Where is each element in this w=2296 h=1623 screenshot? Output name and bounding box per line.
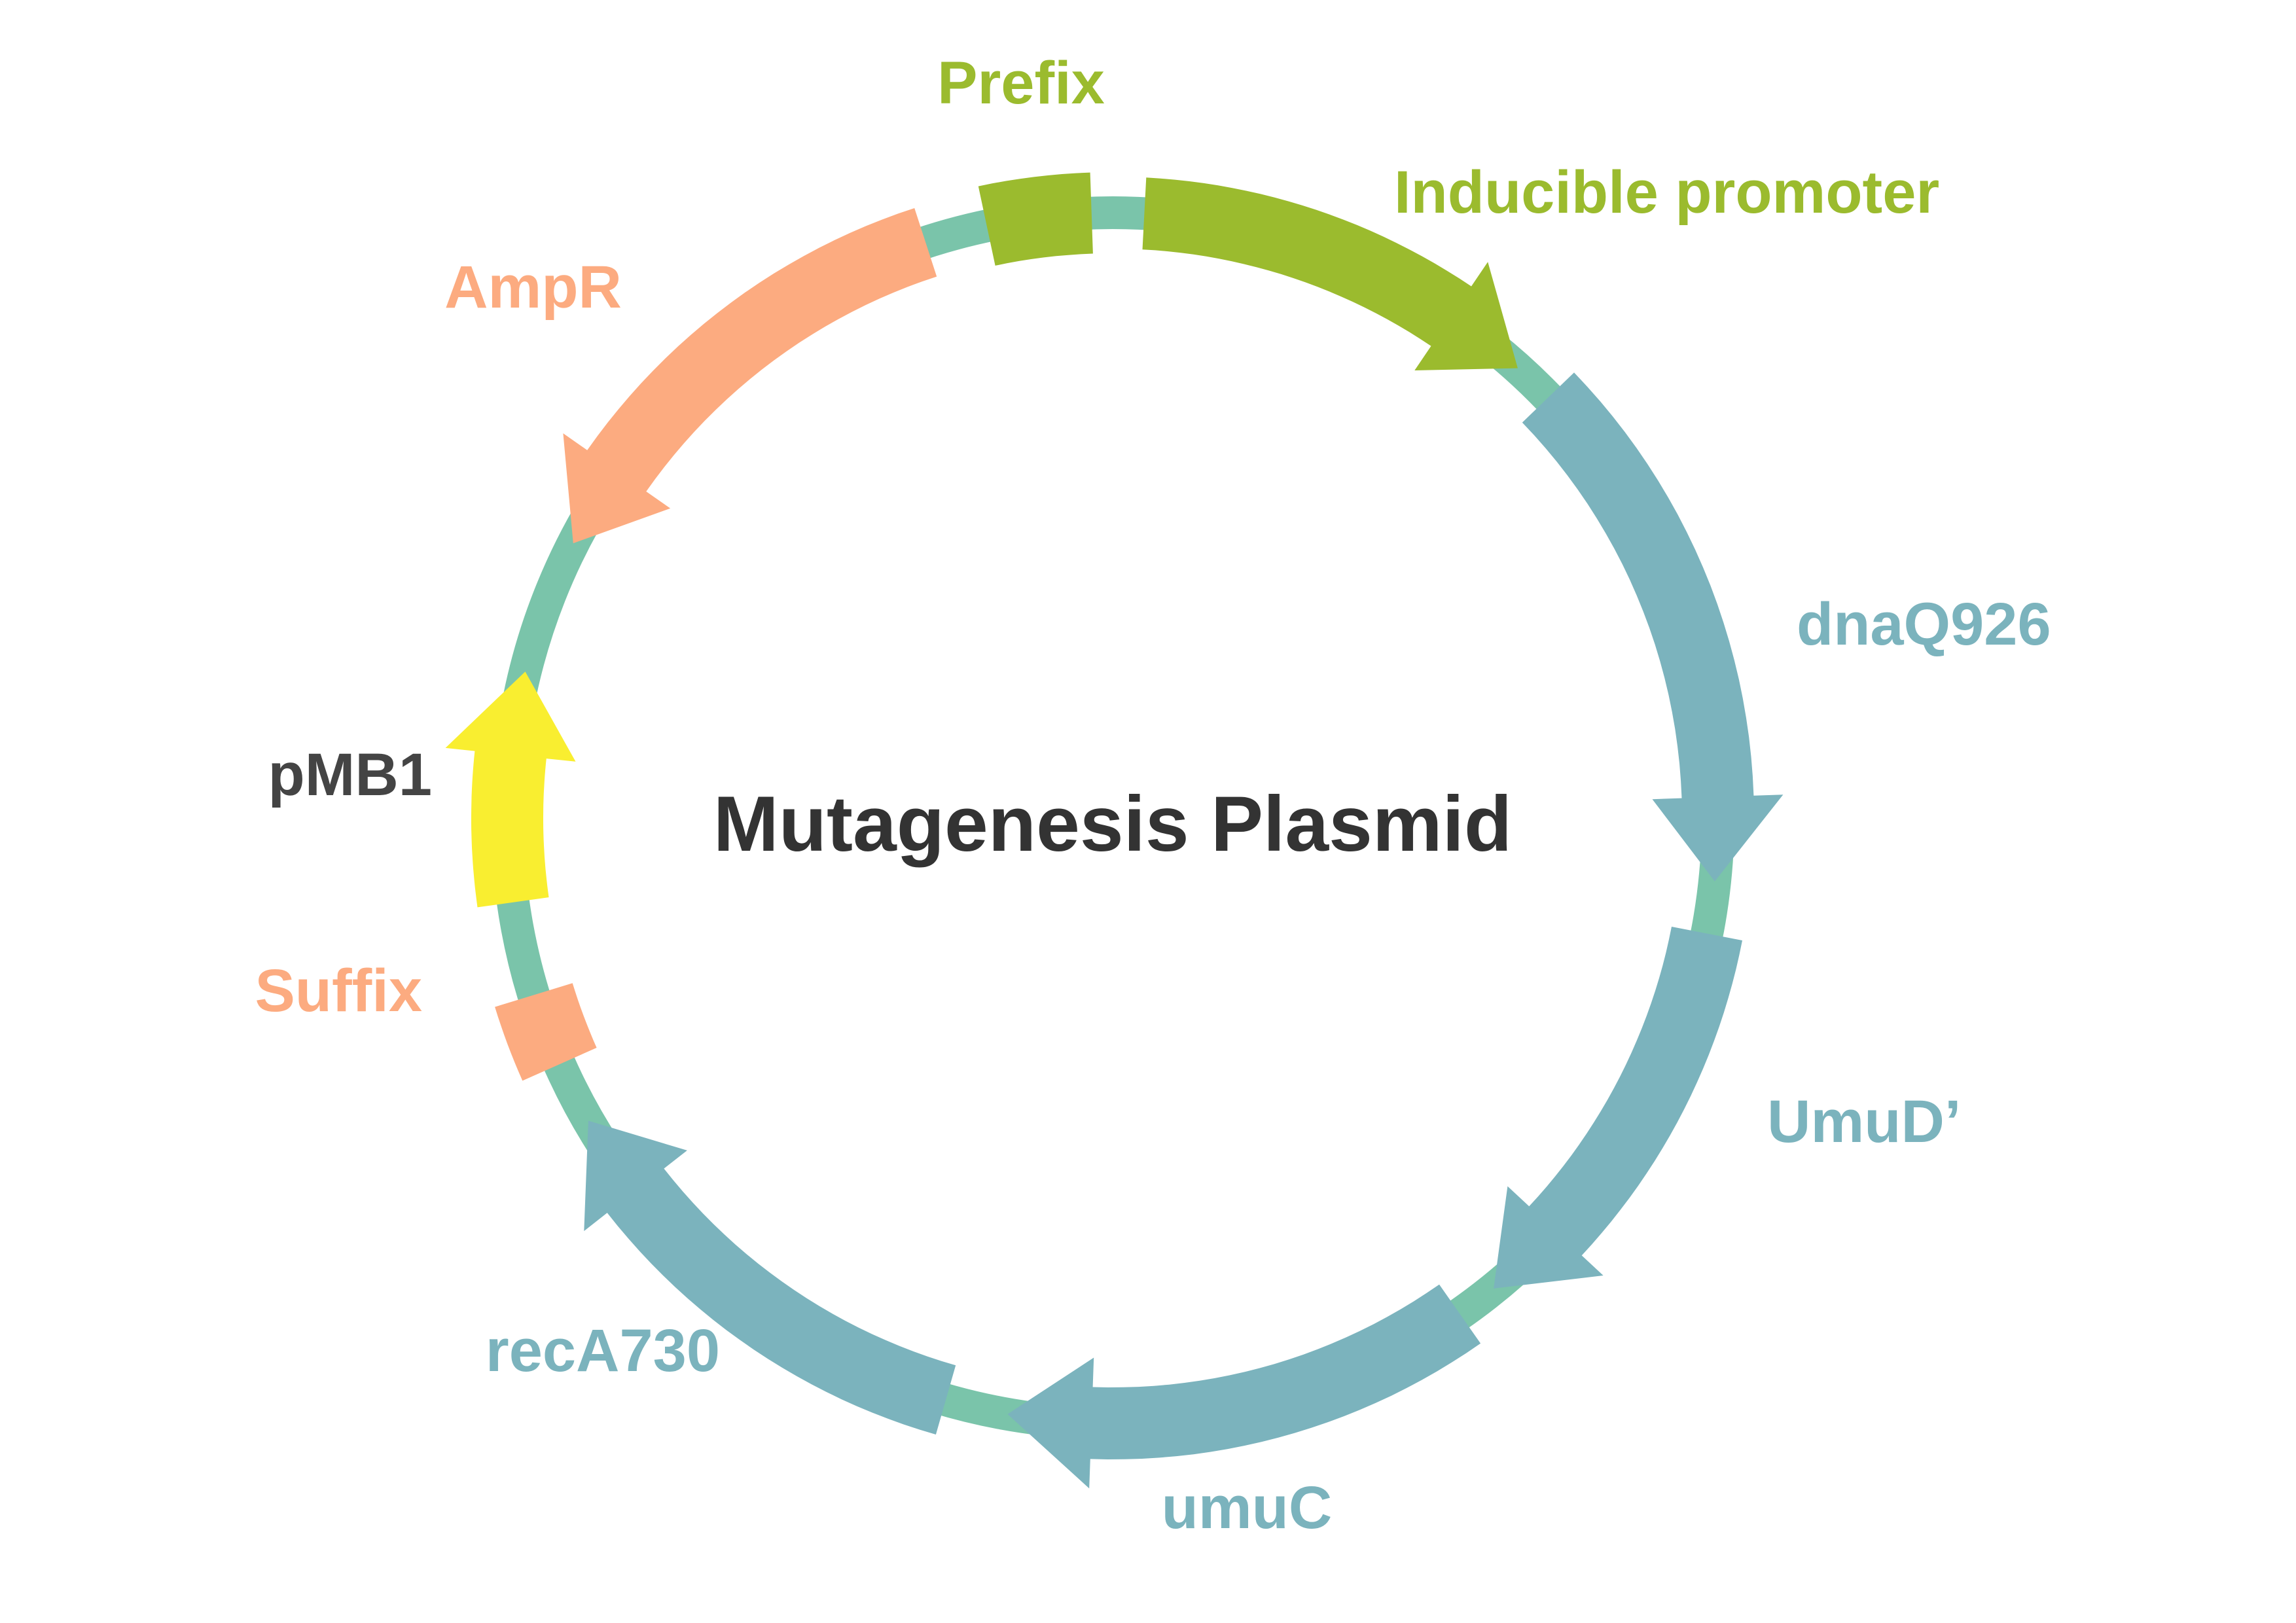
pmb1-label: pMB1 (268, 741, 432, 808)
umud-arrow (1494, 927, 1742, 1289)
features-layer (445, 172, 1784, 1489)
dnaq926-arrow (1522, 372, 1784, 882)
reca730-label: recA730 (486, 1317, 720, 1384)
plasmid-title: Mutagenesis Plasmid (713, 780, 1512, 868)
umud-label: UmuD’ (1767, 1088, 1961, 1155)
dnaq926-label: dnaQ926 (1797, 591, 2051, 658)
suffix-site (495, 983, 597, 1081)
umuc-label: umuC (1162, 1474, 1333, 1541)
ampr-arrow (563, 208, 937, 544)
inducible-promoter-arrow (1142, 177, 1518, 370)
reca730-arrow (584, 1120, 956, 1435)
ampr-label: AmpR (444, 254, 622, 321)
prefix-site (978, 172, 1093, 266)
prefix-label: Prefix (937, 50, 1105, 116)
inducible-promoter-label: Inducible promoter (1394, 159, 1939, 226)
suffix-label: Suffix (255, 957, 422, 1024)
pmb1-arrow (445, 671, 576, 908)
umuc-arrow (1007, 1284, 1481, 1489)
